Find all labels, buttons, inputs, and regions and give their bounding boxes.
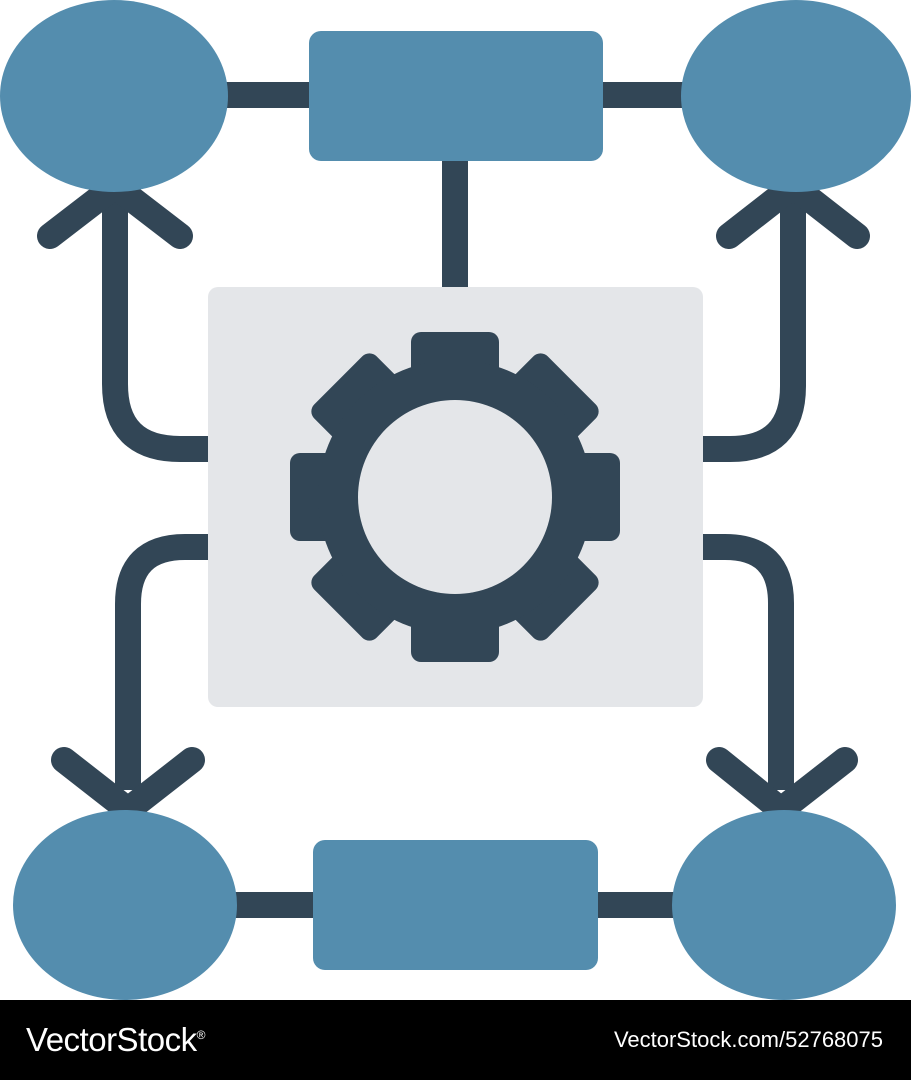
- vectorstock-logo: VectorStock®: [26, 1021, 205, 1059]
- arrow-process-to-bottom-left: [115, 534, 208, 790]
- node-bottom-center-rect: [313, 840, 598, 970]
- node-top-right-ellipse: [681, 0, 911, 192]
- node-top-left-ellipse: [0, 0, 228, 192]
- gear-hole: [358, 400, 552, 594]
- node-bottom-right-ellipse: [672, 810, 896, 1000]
- arrowhead-bottom-left: [51, 747, 205, 823]
- vectorstock-brand: VectorStock: [26, 1021, 197, 1058]
- watermark-footer: VectorStock® VectorStock.com/52768075: [0, 1000, 911, 1080]
- node-top-center-rect: [309, 31, 603, 161]
- arrow-process-to-top-left: [102, 198, 208, 462]
- arrow-process-to-top-right: [703, 198, 806, 462]
- gear-icon: [290, 332, 620, 662]
- registered-mark: ®: [196, 1028, 206, 1042]
- arrow-process-to-bottom-right: [703, 534, 794, 790]
- arrowhead-bottom-right: [706, 747, 858, 823]
- image-id-text: VectorStock.com/52768075: [613, 1027, 883, 1052]
- workflow-diagram: [0, 0, 911, 1000]
- node-bottom-left-ellipse: [13, 810, 237, 1000]
